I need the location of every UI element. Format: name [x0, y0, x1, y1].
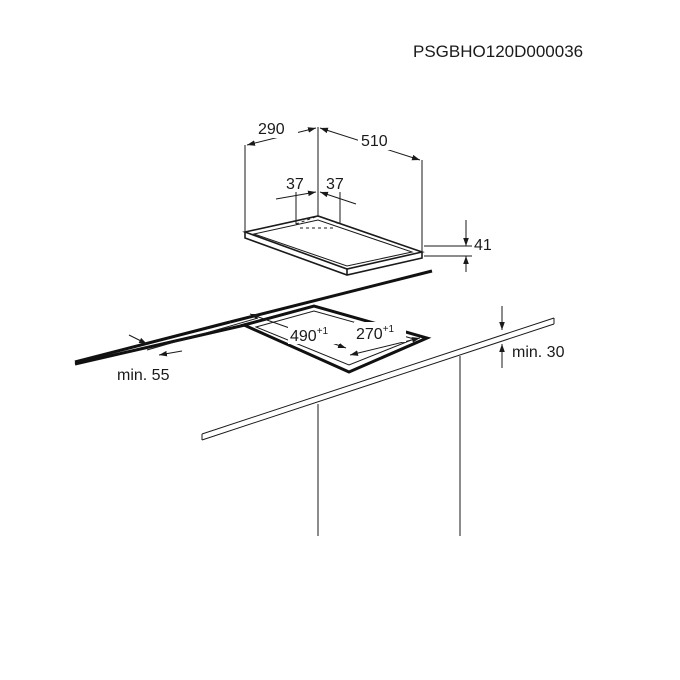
depth-label: 290 [258, 121, 285, 138]
width-label: 510 [361, 133, 388, 150]
label-bg-cutout-depth [354, 322, 406, 342]
min-edge-dimension-lines [128, 317, 259, 357]
offset-left-label: 37 [286, 176, 304, 193]
cabinet [317, 356, 461, 536]
label-bg-cutout-width [288, 324, 340, 344]
hob-body [242, 215, 425, 276]
worktop [74, 269, 555, 441]
reference-code: PSGBHO120D000036 [413, 42, 583, 61]
min-edge-label: min. 55 [117, 367, 170, 384]
label-bg-depth [256, 118, 298, 138]
offset-right-label: 37 [326, 176, 344, 193]
min-clearance-label: min. 30 [512, 344, 565, 361]
label-bg-width [358, 130, 400, 150]
cutout-depth-label: 270+1 [356, 324, 395, 343]
offset-dimension-lines [275, 190, 357, 224]
height-label: 41 [474, 237, 492, 254]
cutout-depth-dimension-lines [349, 337, 421, 356]
height-dimension-lines [424, 220, 472, 272]
cutout-width-label: 490+1 [290, 326, 329, 345]
